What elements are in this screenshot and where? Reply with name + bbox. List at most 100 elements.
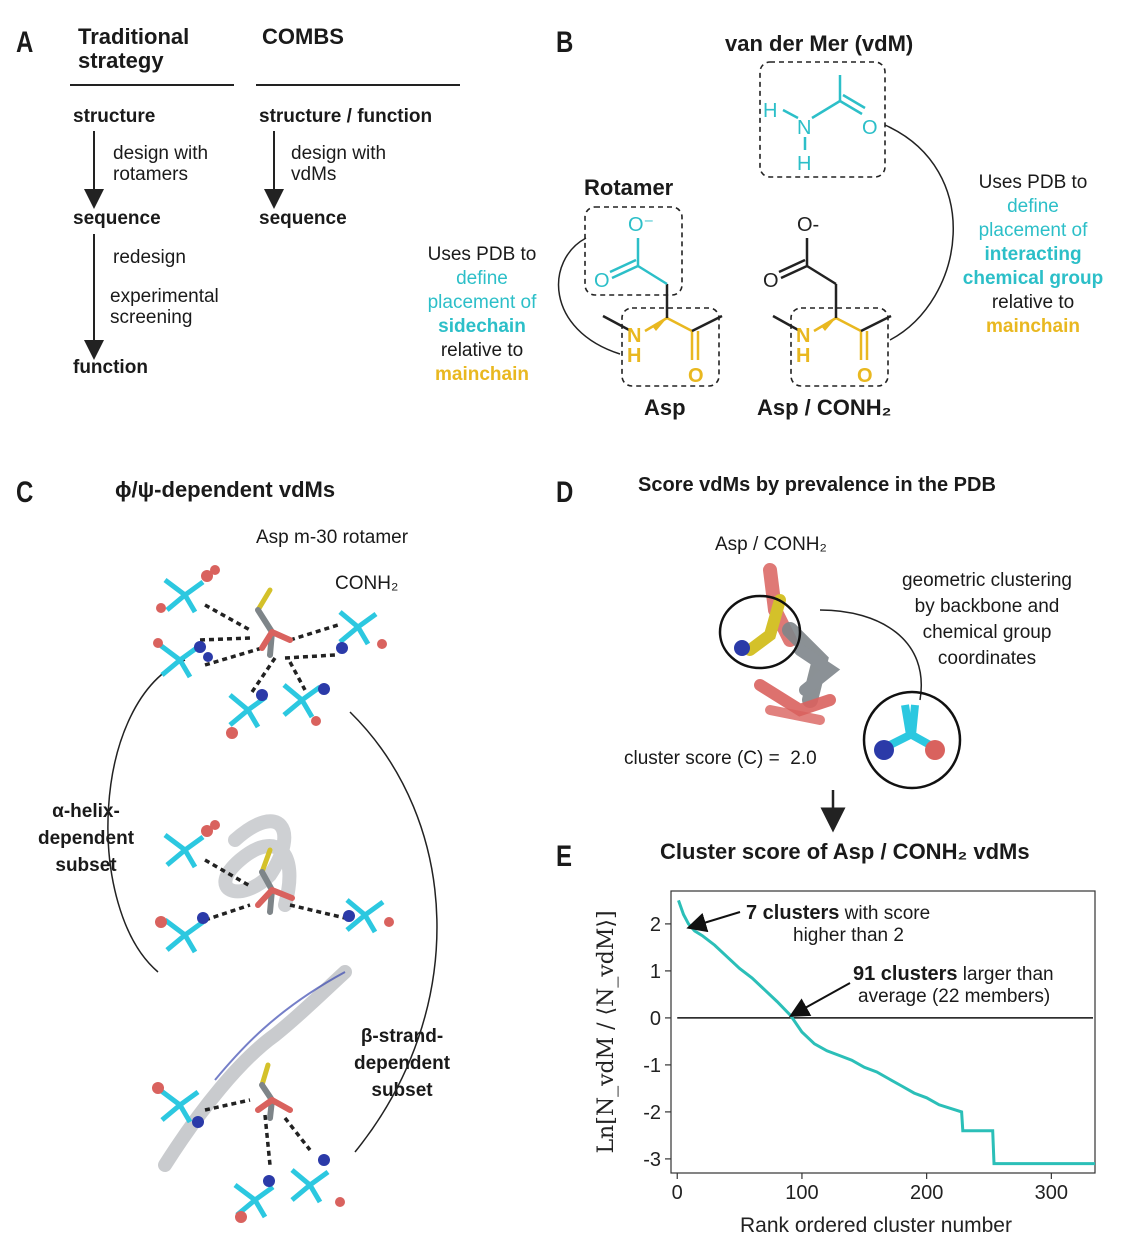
panel-c-title: ϕ/ψ-dependent vdMs: [115, 477, 336, 502]
series-line: [677, 899, 1095, 1166]
step-sequence: sequence: [73, 208, 161, 229]
left-text-line6: mainchain: [435, 364, 529, 385]
svg-text:H: H: [797, 153, 811, 175]
asp-o-minus: O⁻: [628, 214, 654, 236]
y-tick-label-3: -1: [643, 1055, 661, 1077]
arrow-label-design-rotamers: design with rotamers: [113, 143, 209, 185]
vdm-mainchain-box: [790, 307, 889, 387]
helix-subset-label: α-helix- dependent subset: [37, 801, 135, 876]
x-tick-label-3: 300: [1035, 1182, 1068, 1204]
svg-text:O-: O-: [797, 214, 819, 236]
helix-hbonds: [204, 858, 346, 922]
y-tick-label-1: 1: [650, 961, 661, 983]
rotamer-sidechain-box: [584, 206, 683, 296]
cluster-score-text: cluster score (C) = 2.0: [624, 748, 817, 769]
right-text-line3: placement of: [978, 220, 1088, 241]
annotation-arrow-91: [789, 982, 851, 1017]
traditional-divider: [70, 84, 234, 86]
right-text-line7: mainchain: [986, 316, 1080, 337]
asp-label: Asp: [644, 395, 686, 420]
step-sequence-combs: sequence: [259, 208, 347, 229]
right-text-line6: relative to: [991, 292, 1075, 313]
annotation-7-line2: higher than 2: [793, 925, 904, 946]
right-text-line5: chemical group: [962, 268, 1104, 289]
svg-text:N: N: [797, 117, 811, 139]
clustering-description: geometric clustering by backbone and che…: [901, 570, 1073, 669]
asp-o-double: O: [594, 270, 610, 292]
combs-divider: [256, 84, 460, 86]
cluster-circle-right: [862, 690, 962, 790]
cluster-circle-left: [718, 594, 802, 670]
panel-b-label: B: [556, 26, 574, 59]
svg-text:O: O: [857, 365, 873, 387]
svg-text:O: O: [763, 270, 779, 292]
panel-e-label: E: [556, 840, 573, 873]
conh2-fragments: [152, 565, 394, 1223]
panel-c-label: C: [16, 476, 34, 509]
annotation-91-line2: average (22 members): [858, 986, 1051, 1007]
annotation-7-clusters: 7 clusters with score: [746, 902, 930, 925]
arrow-label-design-vdms: design with vdMs: [291, 143, 387, 185]
asp-sidechains: [255, 587, 295, 1121]
strand-arc: [349, 711, 438, 1153]
left-text-line3: placement of: [427, 292, 537, 313]
y-axis-label: Ln[N_vdM / ⟨N_vdM⟩]: [594, 910, 619, 1153]
traditional-strategy-header: Traditional strategy: [78, 24, 190, 73]
x-tick-label-2: 200: [910, 1182, 943, 1204]
y-tick-label-4: -2: [643, 1102, 661, 1124]
svg-text:O: O: [862, 117, 878, 139]
svg-text:N: N: [796, 325, 810, 347]
step-structure: structure: [73, 106, 156, 127]
rotamer-arc: [557, 237, 621, 355]
svg-text:H: H: [796, 345, 810, 367]
left-text-line4: sidechain: [438, 316, 526, 337]
panel-a-label: A: [16, 26, 34, 59]
plot-frame: [670, 890, 1096, 1174]
right-text-line2: define: [1007, 196, 1059, 217]
cluster-connector: [819, 609, 922, 701]
panel-d-label: D: [556, 476, 574, 509]
annotation-arrow-7: [686, 911, 741, 933]
x-axis-label: Rank ordered cluster number: [740, 1214, 1012, 1237]
left-text-line1: Uses PDB to: [427, 244, 537, 265]
vdm-arc: [884, 124, 954, 341]
asp-conh2-label-d: Asp / CONH₂: [715, 534, 827, 555]
svg-text:H: H: [763, 100, 777, 122]
panel-d-title: Score vdMs by prevalence in the PDB: [638, 474, 996, 496]
annotation-7-rest: with score: [839, 903, 931, 924]
arrow-label-experimental: experimental screening: [110, 286, 219, 328]
rotamer-mainchain-box: [621, 307, 720, 387]
annotation-91-clusters: 91 clusters larger than: [853, 963, 1054, 986]
top-hbonds: [199, 603, 339, 693]
rotamer-title: Rotamer: [584, 175, 674, 200]
annotation-91-bold: 91 clusters: [853, 963, 958, 985]
annotation-7-bold: 7 clusters: [746, 902, 840, 924]
vdm-title: van der Mer (vdM): [725, 31, 914, 56]
y-tick-label-0: 2: [650, 914, 661, 936]
strand-subset-label: β-strand- dependent subset: [353, 1026, 451, 1101]
left-explanation: Uses PDB to define placement of sidechai…: [405, 243, 559, 387]
right-text-line4: interacting: [984, 244, 1082, 265]
asp-molecule: O⁻ O N H O: [594, 214, 723, 387]
right-explanation: Uses PDB to define placement of interact…: [945, 171, 1121, 339]
left-text-line2: define: [456, 268, 508, 289]
combs-header: COMBS: [262, 24, 344, 49]
helix-ribbon: [218, 814, 297, 912]
x-tick-label-0: 0: [672, 1182, 683, 1204]
svg-text:O: O: [688, 365, 704, 387]
annotation-91-rest: larger than: [957, 964, 1054, 985]
arrow-label-redesign: redesign: [113, 247, 186, 268]
conh2-label-c: CONH₂: [335, 573, 399, 594]
svg-text:N: N: [627, 325, 641, 347]
step-structure-function: structure / function: [259, 106, 433, 127]
asp-conh2-label: Asp / CONH₂: [757, 395, 892, 420]
asp-conh2-molecule: O- O N H O: [763, 214, 892, 387]
y-tick-label-5: -3: [643, 1149, 661, 1171]
vdm-chemgroup-box: [759, 61, 886, 178]
helix-arc: [107, 659, 186, 973]
